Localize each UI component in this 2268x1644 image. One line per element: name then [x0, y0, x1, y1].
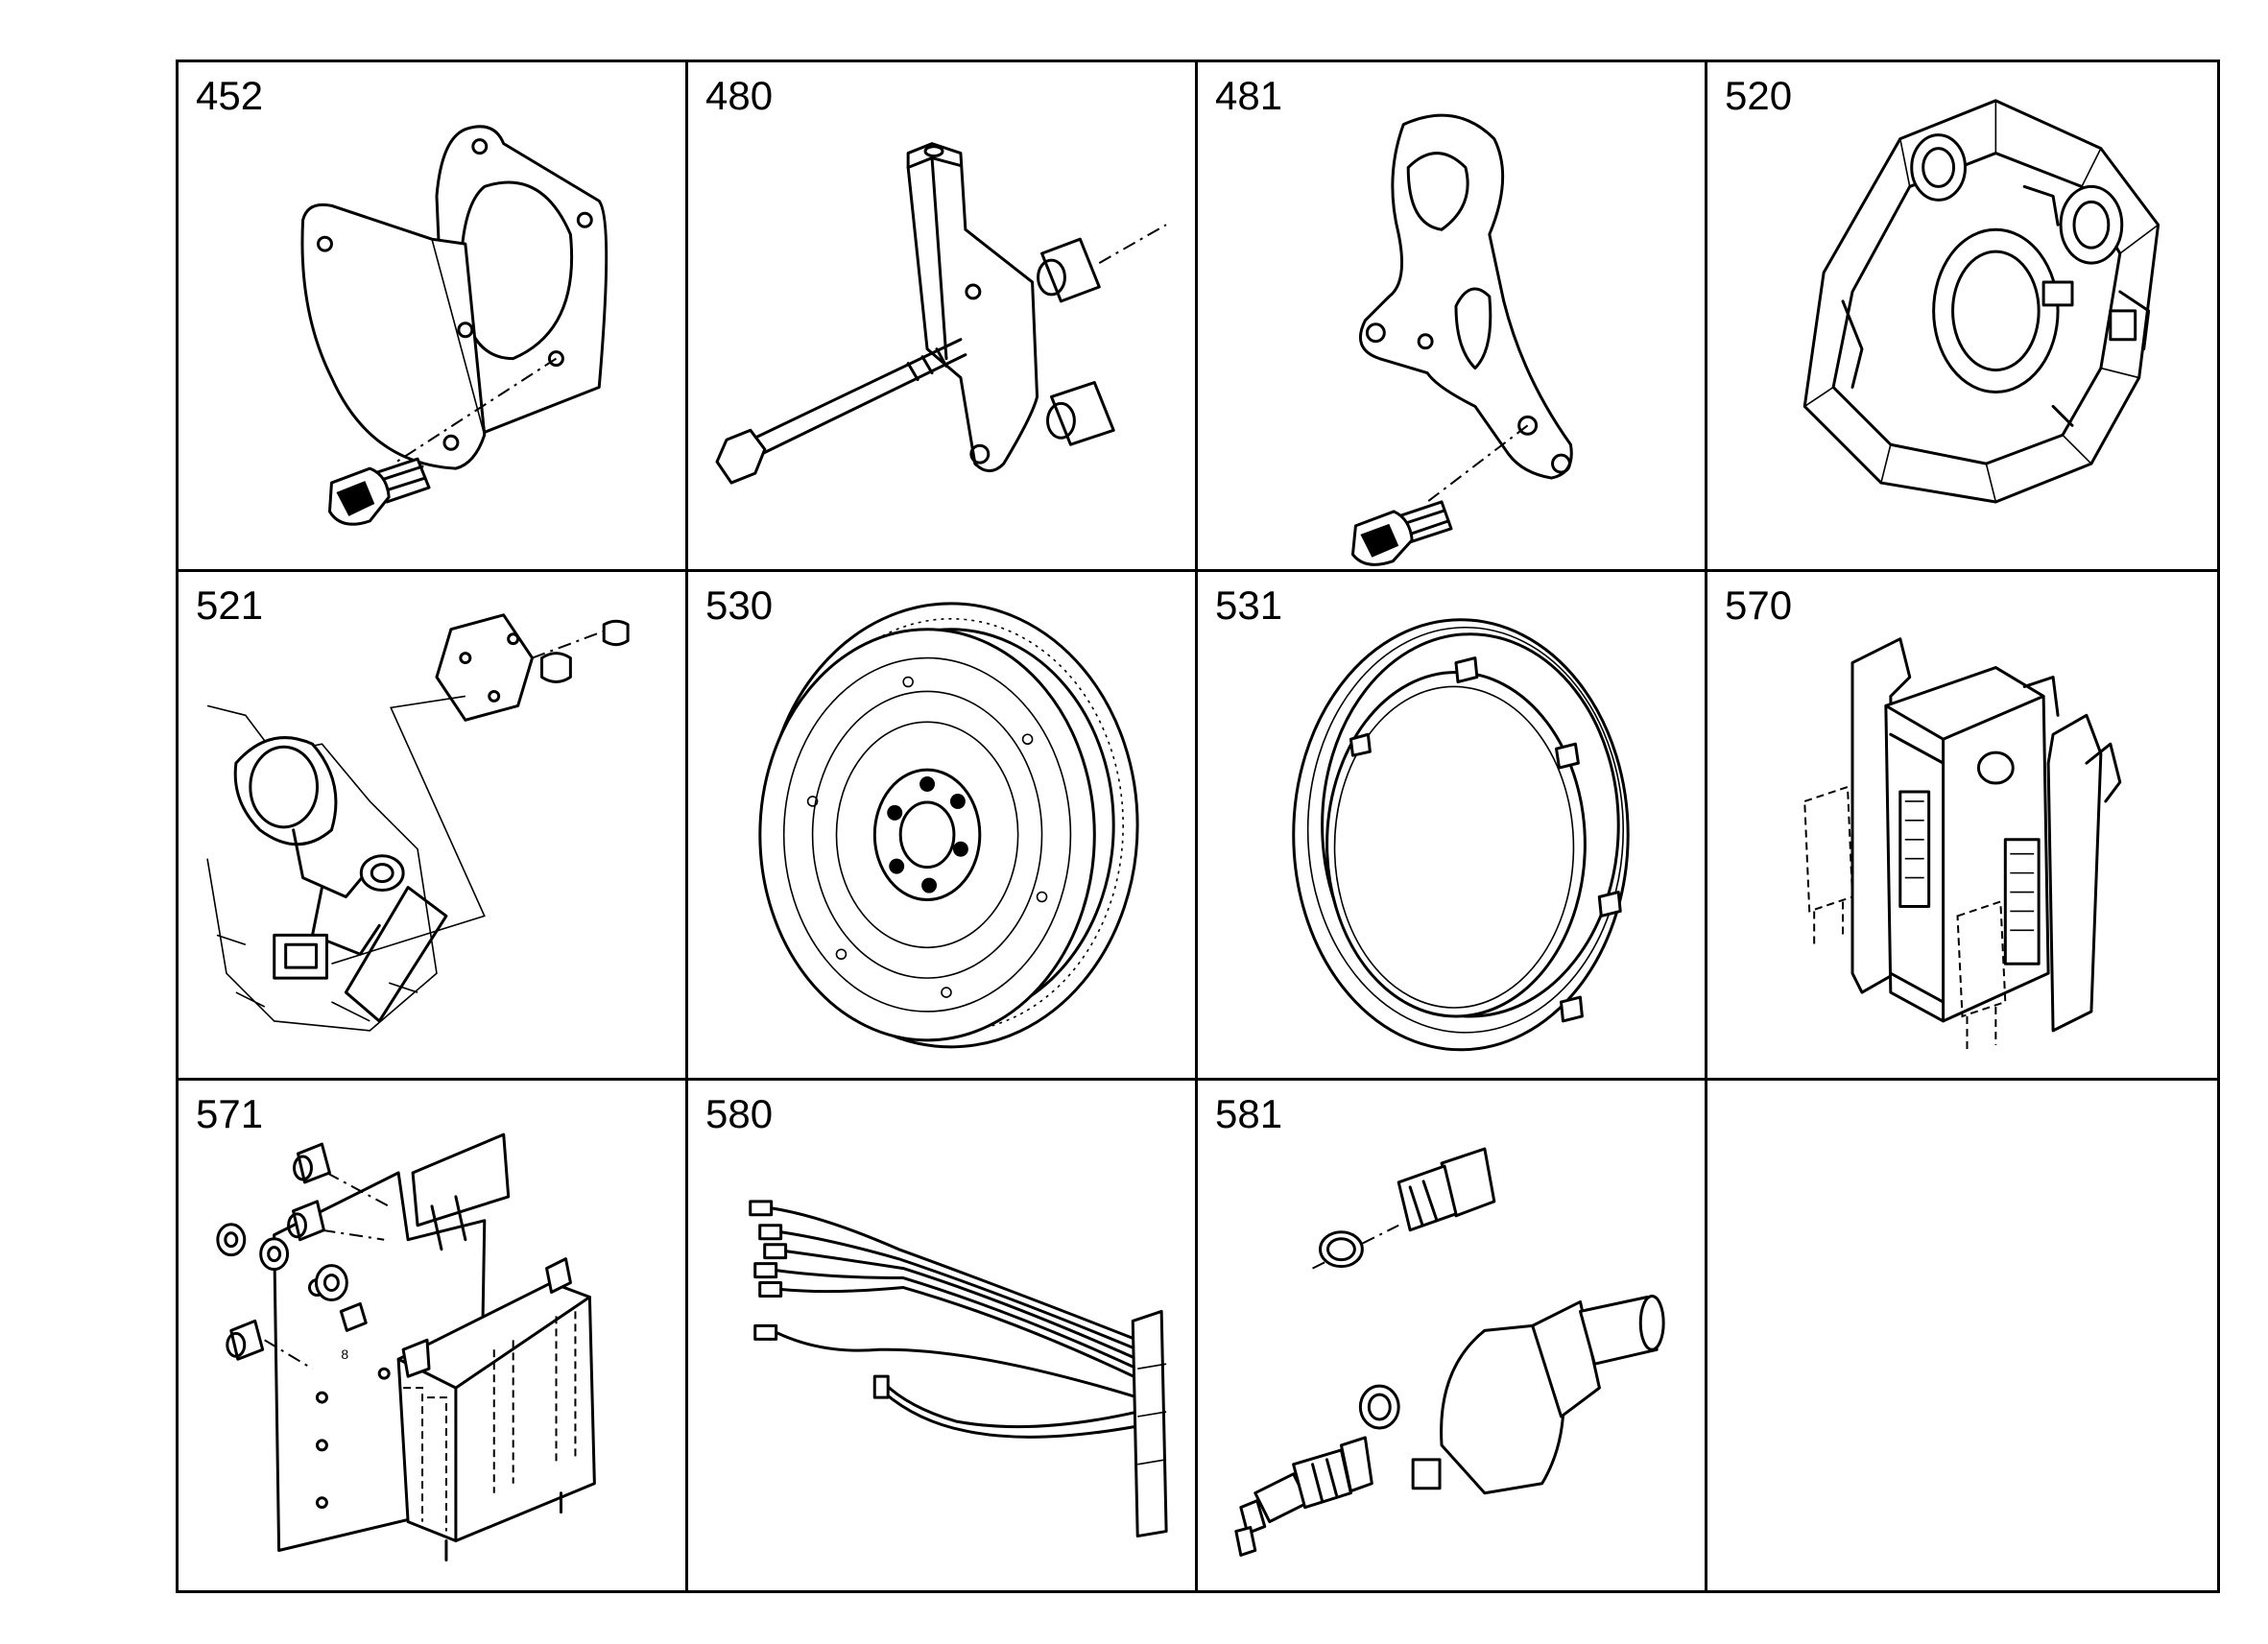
part-number: 481 — [1215, 73, 1283, 118]
part-cell-520[interactable]: 520 — [1707, 62, 2217, 572]
flywheel-icon — [688, 572, 1195, 1079]
sensors-icon — [1198, 1081, 1705, 1590]
cover-plate-gasket-icon — [179, 62, 685, 569]
part-number: 530 — [705, 582, 774, 628]
parts-catalog-grid: 452 480 — [176, 60, 2220, 1593]
part-number: 581 — [1215, 1091, 1283, 1137]
part-number: 520 — [1725, 73, 1793, 118]
part-cell-480[interactable]: 480 — [688, 62, 1198, 572]
lifting-eye-bracket-icon — [1198, 62, 1705, 569]
part-number: 571 — [196, 1091, 264, 1137]
mounting-bracket-bolt-icon — [688, 62, 1195, 569]
part-cell-521[interactable]: 521 — [179, 571, 688, 1082]
part-cell-571[interactable]: 571 8 — [179, 1081, 688, 1590]
part-number: 570 — [1725, 582, 1793, 628]
part-cell-580[interactable]: 580 — [688, 1081, 1198, 1590]
control-unit-icon — [1707, 572, 2217, 1079]
part-cell-531[interactable]: 531 — [1198, 571, 1707, 1082]
part-cell-530[interactable]: 530 — [688, 571, 1198, 1082]
part-cell-481[interactable]: 481 — [1198, 62, 1707, 572]
flywheel-housing-icon — [1707, 62, 2217, 569]
part-number: 480 — [705, 73, 774, 118]
control-unit-bracket-icon: 8 — [179, 1081, 685, 1590]
housing-cover-icon — [179, 572, 685, 1079]
part-number: 531 — [1215, 582, 1283, 628]
part-cell-581[interactable]: 581 — [1198, 1081, 1707, 1590]
part-number: 452 — [196, 73, 264, 118]
callout-label: 8 — [341, 1347, 348, 1363]
part-number: 521 — [196, 582, 264, 628]
ring-gear-icon — [1198, 572, 1705, 1079]
empty-cell — [1707, 1081, 2217, 1590]
part-cell-452[interactable]: 452 — [179, 62, 688, 572]
wiring-harness-icon — [688, 1081, 1195, 1590]
part-cell-570[interactable]: 570 — [1707, 572, 2217, 1082]
part-number: 580 — [705, 1091, 774, 1137]
